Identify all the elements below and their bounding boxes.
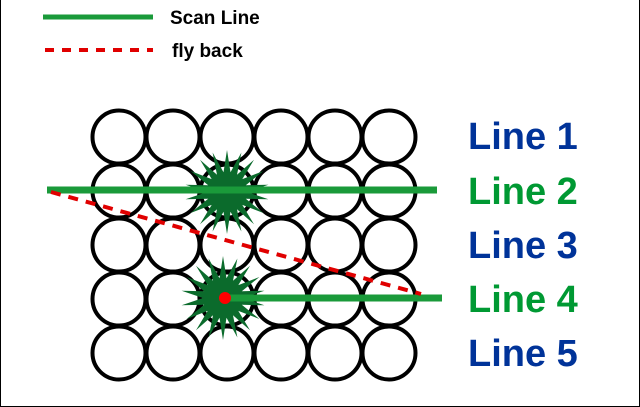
- grid-circle: [360, 324, 418, 382]
- grid-circle: [144, 324, 202, 382]
- line-label-1: Line 1: [468, 116, 578, 158]
- legend: Scan Line fly back: [43, 8, 260, 62]
- line-label-5: Line 5: [468, 333, 578, 375]
- legend-fly-back-label: fly back: [172, 41, 243, 62]
- legend-scan-line-label: Scan Line: [170, 8, 260, 29]
- grid-circle: [306, 108, 364, 166]
- grid-circle: [306, 324, 364, 382]
- grid-circle: [90, 324, 148, 382]
- line-label-3: Line 3: [468, 225, 578, 267]
- grid-circle: [90, 108, 148, 166]
- line-label-2: Line 2: [468, 171, 578, 213]
- grid-circle: [252, 108, 310, 166]
- grid-circle: [144, 108, 202, 166]
- grid-circle: [360, 108, 418, 166]
- grid-circle: [90, 216, 148, 274]
- circle-grid: [90, 108, 418, 382]
- scan-spot: [219, 292, 231, 304]
- grid-circle: [90, 270, 148, 328]
- grid-circle: [360, 216, 418, 274]
- fly-back-line: [50, 190, 422, 296]
- grid-circle: [252, 324, 310, 382]
- line-label-4: Line 4: [468, 279, 578, 321]
- grid-circle: [252, 216, 310, 274]
- line-labels: Line 1 Line 2 Line 3 Line 4 Line 5: [468, 116, 578, 375]
- grid-circle: [198, 324, 256, 382]
